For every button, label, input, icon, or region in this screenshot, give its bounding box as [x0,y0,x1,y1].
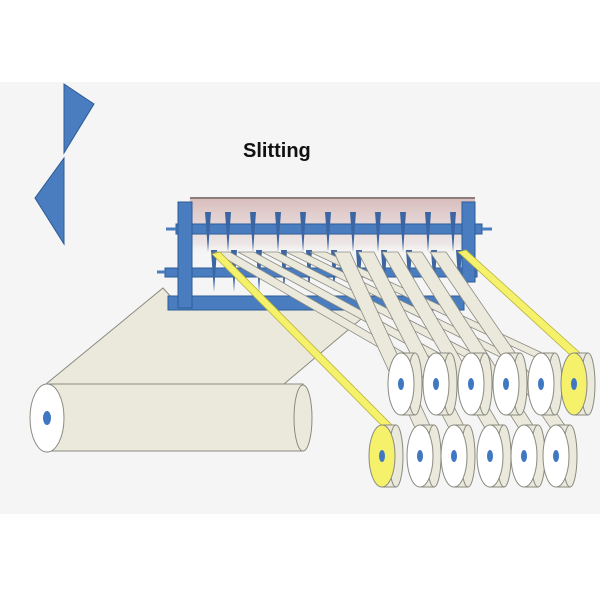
upper-knife-blade [400,212,406,252]
upper-knife-blade [300,212,306,252]
rewind-roll-lower [510,424,546,488]
parent-roll-core [43,411,51,425]
roll-core [433,378,439,390]
roll-core [417,450,423,462]
roll-core [503,378,509,390]
upper-knife-blade [250,212,256,252]
rewind-roll-lower [406,424,442,488]
upper-knife-blade [375,212,381,252]
rewind-roll-lower [542,424,578,488]
upper-knife-blade [450,212,456,252]
rewind-roll-lower [440,424,476,488]
rewind-roll-upper [492,352,528,416]
roll-core [468,378,474,390]
upper-knife-blade [425,212,431,252]
right-frame-upright [461,201,476,283]
upper-knife-blade [350,212,356,252]
left-frame-upright [177,201,193,309]
roll-core [487,450,493,462]
roll-core [571,378,577,390]
roll-core [553,450,559,462]
lower-knife-blade [211,250,217,292]
roll-core [379,450,385,462]
parent-roll-icon [29,383,313,453]
roll-core [538,378,544,390]
roll-core [521,450,527,462]
upper-knife-blade [225,212,231,252]
roll-core [398,378,404,390]
rewind-rolls [368,352,596,488]
rewind-roll-lower [476,424,512,488]
upper-knife-blade [205,212,211,252]
trim-roll-right [560,352,596,416]
rewind-roll-upper [527,352,563,416]
rewind-roll-upper [387,352,423,416]
blue-knife-blade-logo [34,83,95,246]
diagram-title: Slitting [243,140,311,162]
roll-core [451,450,457,462]
upper-knife-blade [325,212,331,252]
trim-roll-left [368,424,404,488]
rewind-roll-upper [422,352,458,416]
rewind-roll-upper [457,352,493,416]
upper-knife-blade [275,212,281,252]
edge-trims [211,249,589,433]
